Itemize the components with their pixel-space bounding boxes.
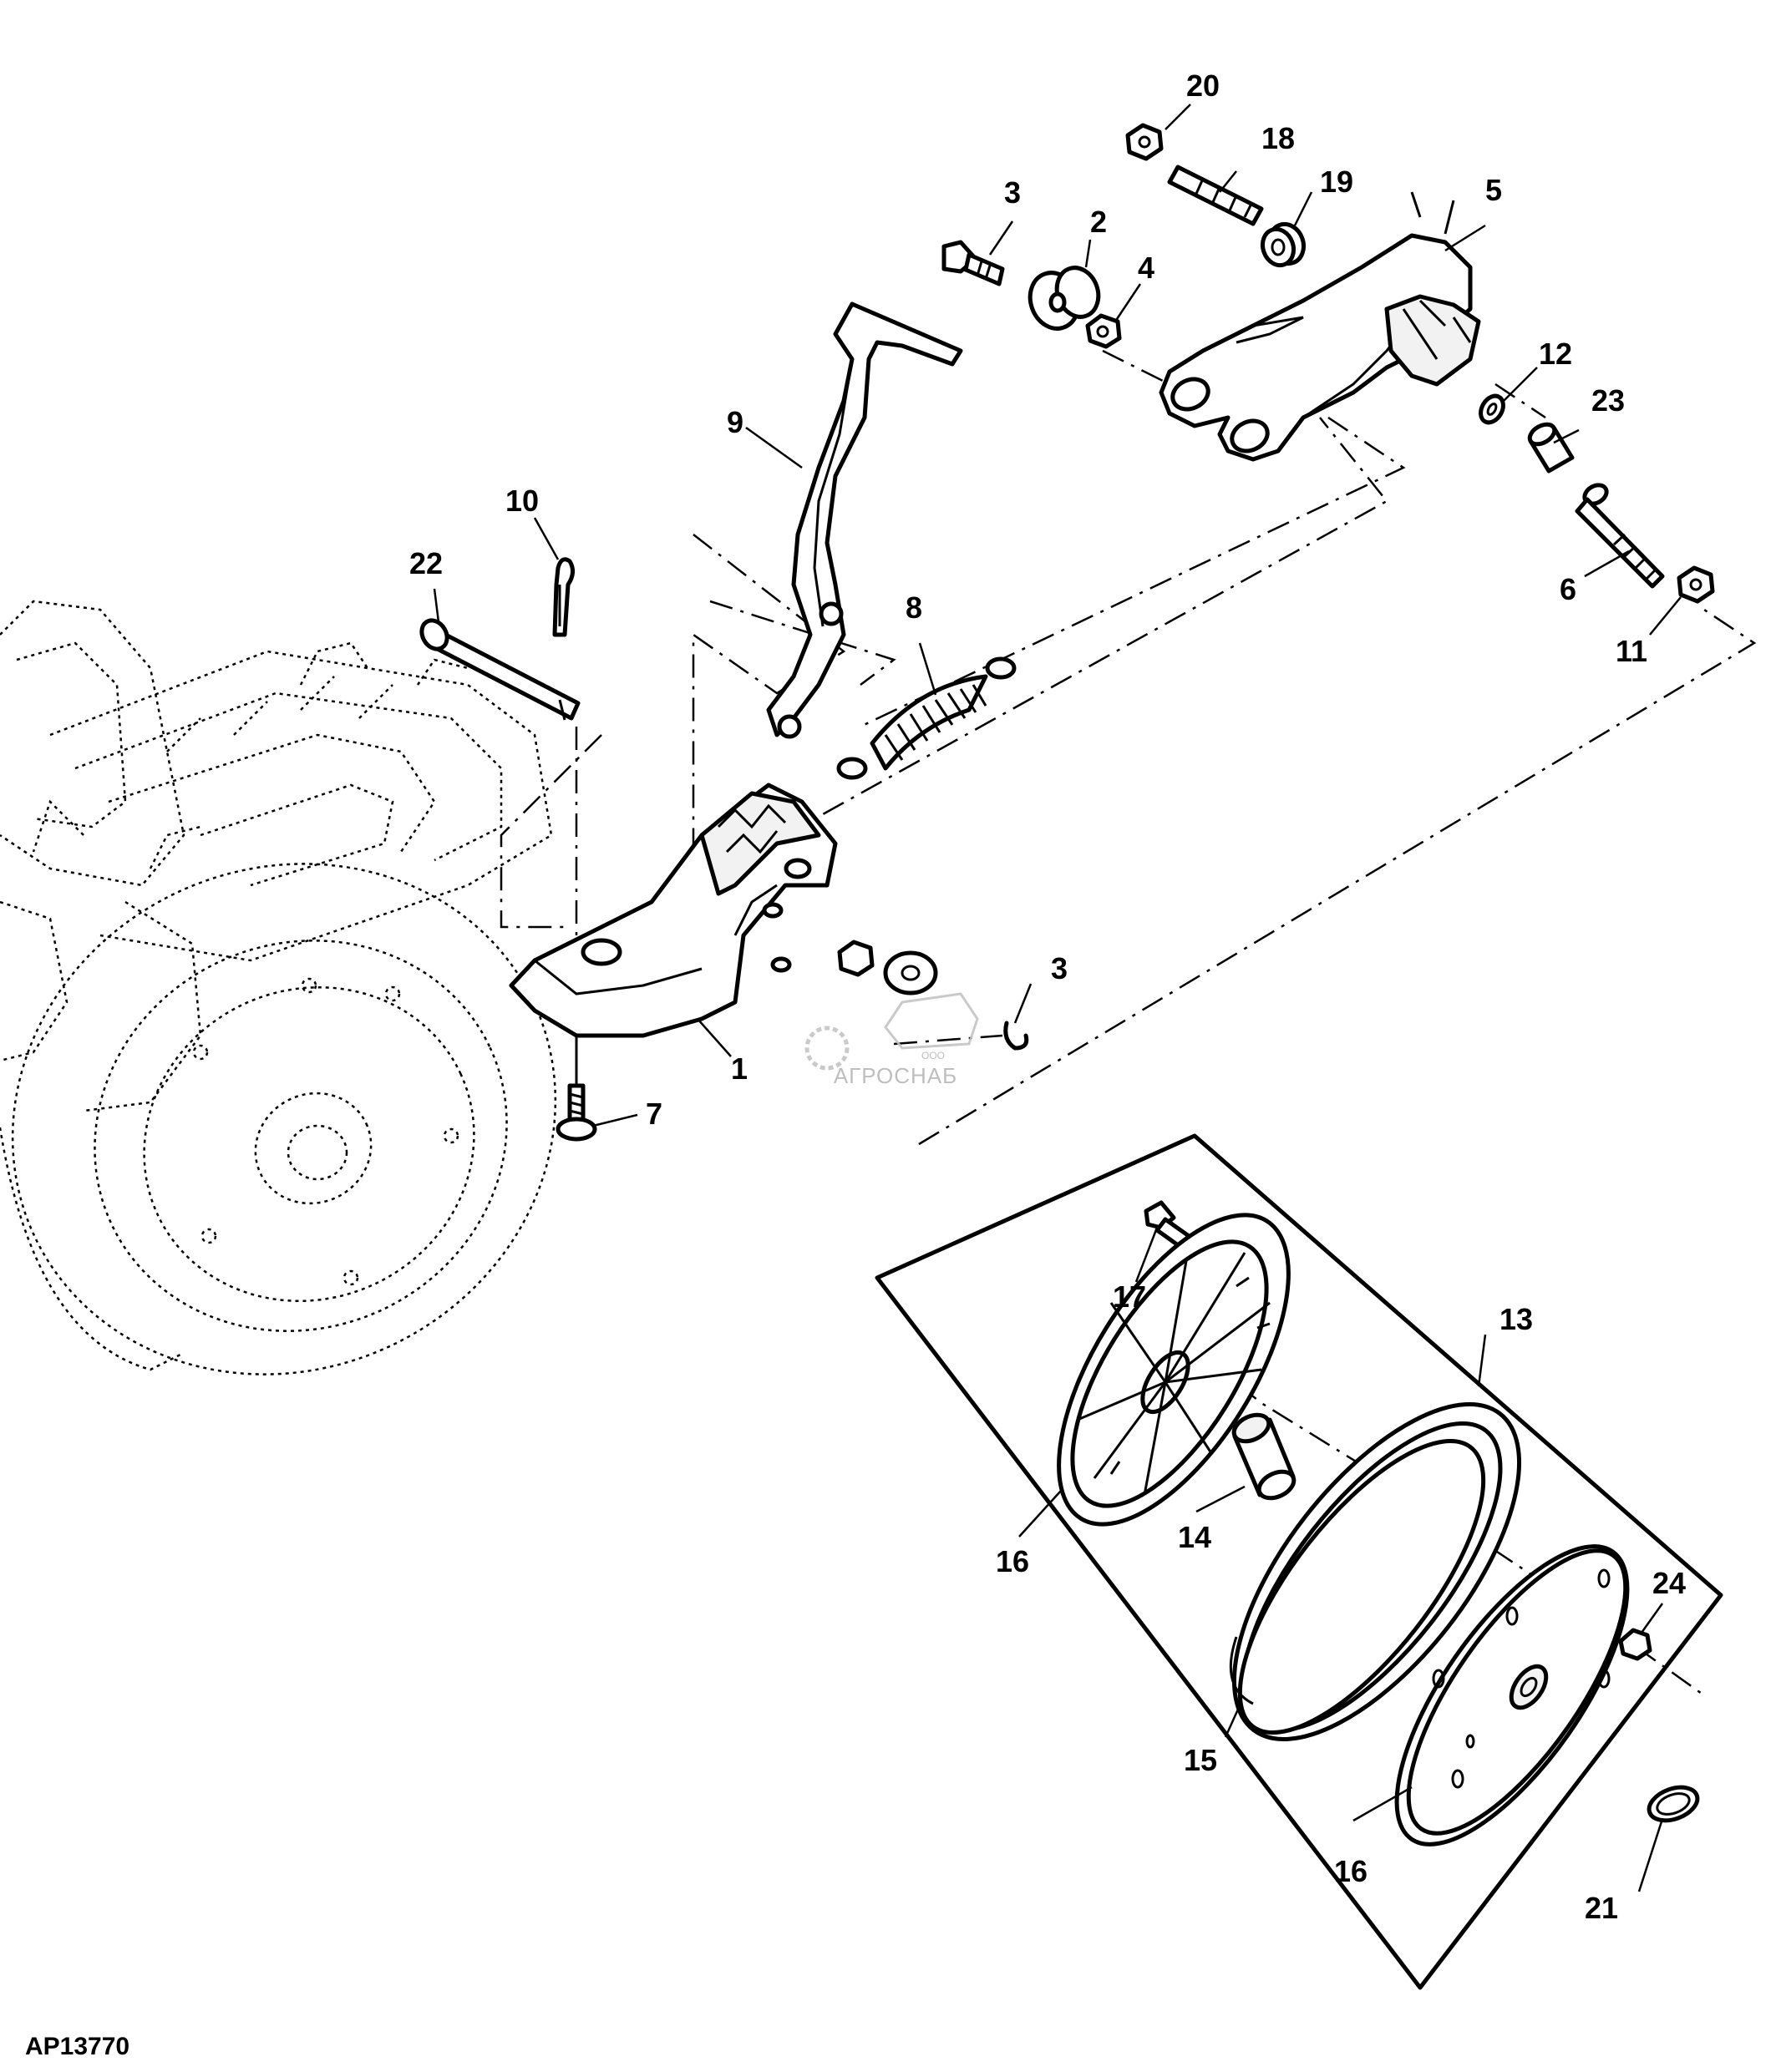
part-23-bushing — [1527, 422, 1575, 474]
part-19-spacer — [1260, 221, 1307, 268]
part-3-ring-lower — [1003, 1021, 1029, 1051]
part-15-tire-bead — [1229, 1636, 1254, 1705]
part-13-tire — [1231, 1402, 1522, 1741]
callouts: 1 2 3 3 4 5 6 7 8 9 10 11 12 13 14 15 16… — [409, 68, 1686, 1925]
part-3-bolt-upper — [941, 240, 1005, 286]
part-22-pin — [419, 618, 581, 721]
part-18-stud — [1167, 165, 1264, 226]
part-1-arm-bracket — [509, 783, 838, 1086]
part-6-bolt — [1575, 483, 1665, 589]
callout-21: 21 — [1585, 1891, 1618, 1925]
part-21-snap-ring — [1647, 1785, 1700, 1823]
callout-24: 24 — [1652, 1566, 1686, 1600]
callout-4: 4 — [1138, 251, 1154, 285]
part-5-wheel-arm — [1159, 191, 1481, 462]
part-16-wheel-half-upper — [1057, 1213, 1291, 1527]
callout-6: 6 — [1560, 572, 1576, 606]
callout-1: 1 — [731, 1051, 748, 1086]
part-10-lynch-pin — [552, 557, 575, 637]
part-9-handle — [766, 301, 963, 739]
part-2-bushing — [1028, 266, 1101, 331]
part-16-wheel-half-lower — [1394, 1544, 1630, 1847]
callout-5: 5 — [1485, 173, 1502, 207]
part-nut-lower — [837, 940, 875, 977]
callout-18: 18 — [1261, 121, 1295, 155]
callout-10: 10 — [505, 484, 539, 518]
callout-11: 11 — [1616, 634, 1647, 668]
figure-id: AP13770 — [25, 2033, 129, 2060]
callout-16-lower: 16 — [1334, 1854, 1368, 1888]
callout-19: 19 — [1320, 165, 1353, 199]
callout-9: 9 — [727, 405, 743, 439]
callout-17: 17 — [1113, 1279, 1146, 1314]
part-8-spring — [836, 656, 1017, 780]
callout-16-upper: 16 — [996, 1544, 1029, 1578]
callout-20: 20 — [1186, 68, 1220, 103]
callout-23: 23 — [1591, 383, 1625, 418]
callout-8: 8 — [906, 590, 922, 625]
part-20-nut — [1125, 123, 1164, 161]
leader-lines — [433, 104, 1682, 1892]
part-washer-lower — [883, 950, 938, 995]
callout-13: 13 — [1499, 1302, 1533, 1336]
part-24-nut — [1618, 1628, 1652, 1661]
part-4-nut — [1085, 313, 1122, 349]
callout-7: 7 — [646, 1097, 662, 1131]
watermark-prefix: ООО — [921, 1050, 945, 1061]
callout-22: 22 — [409, 546, 443, 580]
callout-2: 2 — [1090, 205, 1107, 239]
part-14-bearing — [1231, 1412, 1296, 1501]
wheel-assembly-frame — [875, 1133, 1723, 1990]
callout-12: 12 — [1539, 337, 1572, 371]
callout-3-upper: 3 — [1004, 175, 1021, 210]
part-12-washer — [1479, 393, 1505, 425]
background-frame-ghost — [0, 600, 553, 1112]
watermark: ООО АГРОСНАБ — [804, 992, 979, 1088]
watermark-brand: АГРОСНАБ — [834, 1063, 957, 1088]
callout-14: 14 — [1178, 1520, 1211, 1554]
background-wheel-ghost — [0, 863, 557, 1375]
part-7-bolt — [556, 1083, 597, 1142]
part-11-nut — [1677, 565, 1715, 604]
callout-3-lower: 3 — [1051, 951, 1068, 985]
callout-15: 15 — [1184, 1743, 1217, 1777]
